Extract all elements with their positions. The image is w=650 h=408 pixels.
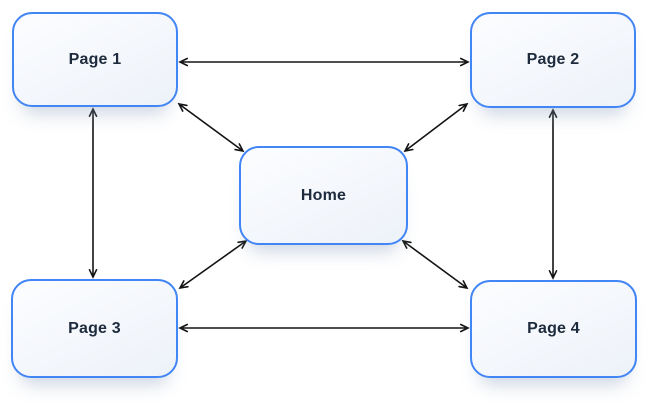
node-label-page2: Page 2 <box>526 51 580 68</box>
edge-page4-home-arrow <box>401 239 469 290</box>
edge-page1-home-arrow <box>177 102 245 153</box>
node-page2[interactable]: Page 2 <box>470 12 636 108</box>
edge-page1-page3-arrow <box>88 107 98 279</box>
edge-page3-home-arrow <box>178 239 248 290</box>
edge-page3-page4-arrow <box>178 323 470 333</box>
node-label-home: Home <box>300 186 347 204</box>
node-home[interactable]: Home <box>239 146 408 245</box>
node-label-page3: Page 3 <box>68 319 121 337</box>
node-page3[interactable]: Page 3 <box>11 279 178 378</box>
edge-page2-page4-arrow <box>548 108 558 280</box>
node-label-page1: Page 1 <box>68 50 122 68</box>
node-page4[interactable]: Page 4 <box>470 280 637 378</box>
node-page1[interactable]: Page 1 <box>12 12 178 107</box>
node-label-page4: Page 4 <box>527 320 580 337</box>
edge-group <box>88 57 558 333</box>
edge-page2-home-arrow <box>403 102 469 153</box>
edge-page1-page2-arrow <box>178 57 470 67</box>
